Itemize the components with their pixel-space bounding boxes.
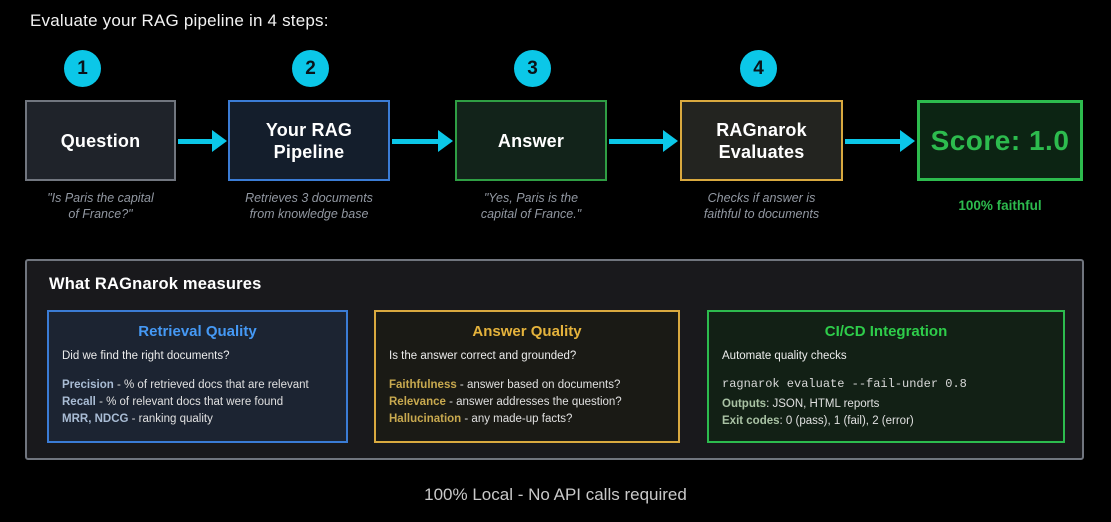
metric-precision: Precision - % of retrieved docs that are… (62, 377, 333, 394)
metric-relevance: Relevance - answer addresses the questio… (389, 394, 665, 411)
question-node: Question (25, 100, 176, 181)
flow-arrow-icon (178, 129, 227, 153)
flow-arrow-icon (845, 129, 915, 153)
flow-arrow-icon (392, 129, 453, 153)
retrieval-quality-card: Retrieval Quality Did we find the right … (47, 310, 348, 443)
arrow-shaft (178, 139, 214, 144)
question-example-caption: "Is Paris the capital of France?" (47, 191, 154, 221)
measures-panel: What RAGnarok measures Retrieval Quality… (25, 259, 1084, 460)
metric-desc: - ranking quality (128, 413, 213, 425)
answer-quality-card: Answer Quality Is the answer correct and… (374, 310, 680, 443)
score-faithful-caption: 100% faithful (958, 198, 1042, 213)
step-2-number-badge: 2 (292, 50, 329, 87)
metric-desc: - answer addresses the question? (445, 396, 622, 408)
flow-arrow-icon (609, 129, 678, 153)
local-no-api-note: 100% Local - No API calls required (424, 485, 687, 504)
cicd-integration-card: CI/CD Integration Automate quality check… (707, 310, 1065, 443)
metric-desc: - % of relevant docs that were found (95, 396, 284, 408)
card-question: Did we find the right documents? (62, 350, 230, 362)
metric-desc: : 0 (pass), 1 (fail), 2 (error) (779, 415, 914, 427)
answer-node: Answer (455, 100, 607, 181)
metric-term: Faithfulness (389, 379, 457, 391)
step-1-number-badge: 1 (64, 50, 101, 87)
cli-command: ragnarok evaluate --fail-under 0.8 (722, 377, 967, 391)
arrow-head (900, 130, 915, 152)
metric-desc: - answer based on documents? (456, 379, 621, 391)
rag-pipeline-node: Your RAG Pipeline (228, 100, 390, 181)
evaluates-caption: Checks if answer is faithful to document… (703, 191, 820, 221)
score-node: Score: 1.0 (917, 100, 1083, 181)
card-title: CI/CD Integration (824, 323, 948, 340)
card-title: Answer Quality (472, 323, 582, 340)
metric-term: Precision (62, 379, 114, 391)
arrow-shaft (392, 139, 440, 144)
metric-term: Hallucination (389, 413, 462, 425)
arrow-head (438, 130, 453, 152)
metric-term: Outputs (722, 398, 767, 410)
metric-term: Exit codes (722, 415, 780, 427)
ragnarok-evaluates-node: RAGnarok Evaluates (680, 100, 843, 181)
metric-hallucination: Hallucination - any made-up facts? (389, 411, 665, 428)
metric-desc: - % of retrieved docs that are relevant (113, 379, 309, 391)
measures-panel-heading: What RAGnarok measures (49, 275, 262, 293)
arrow-shaft (609, 139, 665, 144)
metric-faithfulness: Faithfulness - answer based on documents… (389, 377, 665, 394)
card-question: Is the answer correct and grounded? (389, 350, 577, 362)
card-title: Retrieval Quality (138, 323, 257, 340)
page-title: Evaluate your RAG pipeline in 4 steps: (30, 11, 329, 30)
metric-mrr-ndcg: MRR, NDCG - ranking quality (62, 411, 333, 428)
card-question: Automate quality checks (722, 350, 847, 362)
step-3-number-badge: 3 (514, 50, 551, 87)
arrow-head (212, 130, 227, 152)
metric-desc: - any made-up facts? (461, 413, 573, 425)
metric-term: Relevance (389, 396, 446, 408)
metric-outputs: Outputs: JSON, HTML reports (722, 396, 1050, 413)
step-4-number-badge: 4 (740, 50, 777, 87)
metric-recall: Recall - % of relevant docs that were fo… (62, 394, 333, 411)
answer-example-caption: "Yes, Paris is the capital of France." (480, 191, 582, 221)
metric-term: Recall (62, 396, 96, 408)
arrow-head (663, 130, 678, 152)
pipeline-caption: Retrieves 3 documents from knowledge bas… (245, 191, 373, 221)
arrow-shaft (845, 139, 902, 144)
metric-desc: : JSON, HTML reports (766, 398, 880, 410)
metric-exit-codes: Exit codes: 0 (pass), 1 (fail), 2 (error… (722, 413, 1050, 430)
metric-term: MRR, NDCG (62, 413, 129, 425)
